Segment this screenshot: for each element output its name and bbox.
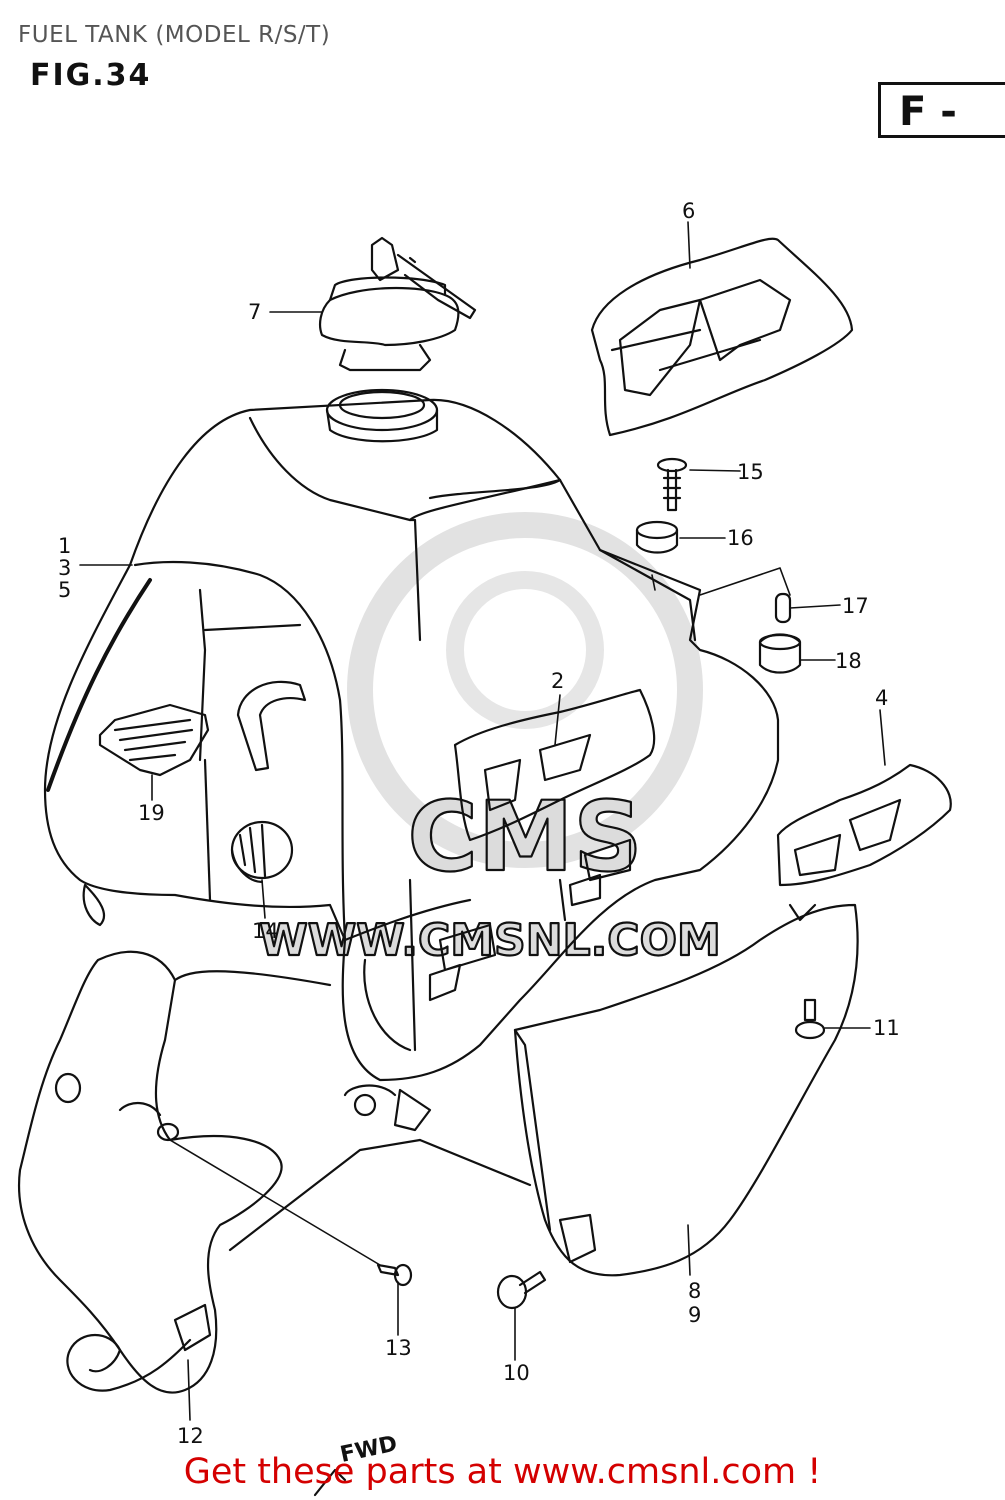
callout-11: 11 [873,1016,900,1040]
callout-5: 5 [58,578,71,602]
screw-13 [376,1263,413,1287]
section-label: F - [899,89,957,135]
callout-1: 1 [58,534,71,558]
parts-link[interactable]: Get these parts at www.cmsnl.com ! [183,1452,822,1492]
cushion-18 [758,633,802,674]
figure-number: FIG.34 [30,58,152,93]
cable-guide [236,680,307,772]
callout-18: 18 [835,649,862,673]
callout-2: 2 [551,669,564,693]
callout-14: 14 [252,919,279,943]
fuel-cap [319,236,477,372]
frame-cover [18,950,532,1394]
callout-10: 10 [503,1361,530,1385]
callout-19: 19 [138,801,165,825]
callout-7: 7 [248,300,261,324]
leader-lines [79,221,886,1421]
bolt-15 [656,457,688,512]
callout-12: 12 [177,1424,204,1448]
bolt-11 [794,998,826,1040]
callout-17: 17 [842,594,869,618]
cap-14 [230,820,294,884]
side-cover [513,903,859,1277]
screw-10 [496,1270,547,1310]
emblem-dr-side [776,763,952,887]
callout-15: 15 [737,460,764,484]
fuel-tank [43,388,780,1132]
callout-8: 8 [688,1279,701,1303]
pipe-17 [774,592,792,624]
callout-labels: 1 3 5 2 4 6 7 8 9 10 11 12 13 14 15 16 1… [58,199,900,1448]
watermark-url: WWW.CMSNL.COM [259,915,721,966]
callout-16: 16 [727,526,754,550]
emblem-dr-large [590,237,854,437]
emblem-dr-tank [453,688,656,842]
callout-6: 6 [682,199,695,223]
cushion-16 [635,520,679,554]
watermark-logo: CMS [407,781,642,893]
callout-9: 9 [688,1303,701,1327]
callout-13: 13 [385,1336,412,1360]
callout-4: 4 [875,686,888,710]
knee-pad-19 [98,703,210,777]
diagram-title: FUEL TANK (MODEL R/S/T) [18,22,331,48]
callout-3: 3 [58,556,71,580]
watermark: CMS WWW.CMSNL.COM [258,512,722,967]
section-box: F - [878,82,1005,138]
